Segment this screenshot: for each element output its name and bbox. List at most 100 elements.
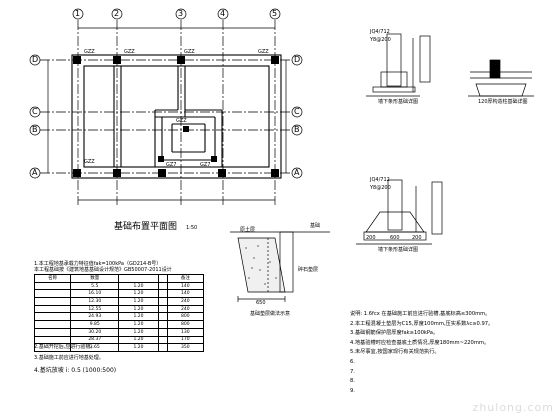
table-cell: 16.10 xyxy=(70,289,120,299)
note-line: 8. xyxy=(350,378,355,385)
column-tag: GZZ xyxy=(176,118,187,124)
note-line: 5.未尽事宜,按国家现行有关规范执行。 xyxy=(350,349,440,356)
axis-label-right: D xyxy=(294,55,301,64)
column-tag: GZ7 xyxy=(166,162,177,168)
detail-dimension: 200 xyxy=(366,235,376,241)
table-cell: 800 xyxy=(166,312,205,322)
table-cell: 130 xyxy=(166,327,205,337)
detail-caption: 120厚构造柱基础详图 xyxy=(478,99,528,105)
note-line: 7. xyxy=(350,368,355,375)
axis-label-top: 4 xyxy=(220,9,226,18)
axis-label-top: 5 xyxy=(272,9,278,18)
column-tag: GZZ xyxy=(184,49,195,55)
table-cell xyxy=(157,335,168,345)
note-line: 9. xyxy=(350,387,355,394)
table-intro: 本工程基础按《建筑地基基础设计规范》GB50007-2011设计 xyxy=(34,267,172,273)
plan-scale: 1:50 xyxy=(186,225,198,231)
table-intro: 1.本工程地基承载力特征值fak=100kPa（GD214-B号） xyxy=(34,261,162,267)
axis-label-left: A xyxy=(32,168,38,177)
detail-mark: Y8@200 xyxy=(370,185,391,191)
table-cell: 1.20 xyxy=(118,304,159,314)
table-header: 名称 xyxy=(33,274,72,283)
table-cell: 800 xyxy=(166,320,205,329)
table-cell xyxy=(157,320,168,329)
note-line: 2.本工程混凝土垫层为C15,厚度100mm,压实系数λc≥0.97。 xyxy=(350,320,494,327)
table-cell: 170 xyxy=(166,335,205,345)
table-cell xyxy=(33,304,72,314)
table-header xyxy=(118,274,159,283)
column-tag: GZZ xyxy=(258,49,269,55)
axis-label-right: B xyxy=(294,125,300,134)
table-cell: 12.55 xyxy=(70,304,120,314)
plan-columns xyxy=(73,56,279,177)
section-label: 基础 xyxy=(310,223,321,229)
slope-ratio: 4.基坑放坡 i: 0.5 (1000:500) xyxy=(34,367,117,374)
note-line: 6. xyxy=(350,358,355,365)
section-label: 原土层 xyxy=(240,227,256,233)
table-cell xyxy=(33,335,72,345)
table-cell: 24.93 xyxy=(70,312,120,322)
table-header xyxy=(157,274,168,283)
section-caption: 基础垫层做法示意 xyxy=(250,311,291,317)
table-cell xyxy=(157,312,168,322)
axis-label-left: C xyxy=(32,107,38,116)
table-header-row: 名称 数量 备注 xyxy=(33,274,205,283)
table-cell xyxy=(157,297,168,306)
table-cell xyxy=(33,343,72,352)
general-notes: 说明: 1.6fcx 在基础施工前应进行验槽,基底标高≤300mm。 2.本工程… xyxy=(350,310,550,396)
plan-foundation-strips xyxy=(71,54,282,179)
table-header: 备注 xyxy=(166,274,205,283)
table-cell: 1.20 xyxy=(118,281,159,291)
column-tag: GZZ xyxy=(84,49,95,55)
table-cell xyxy=(33,297,72,306)
right-column-detail xyxy=(468,59,534,97)
table-cell: 5.5 xyxy=(70,281,120,291)
detail-caption: 墙下条形基础详图 xyxy=(378,247,419,253)
note-line: 说明: 1.6fcx 在基础施工前应进行验槽,基底标高≤300mm。 xyxy=(350,311,491,317)
table-cell xyxy=(157,289,168,299)
table-cell xyxy=(157,281,168,291)
detail-mark: JQ4/712 xyxy=(370,177,390,183)
detail-mark: Y8@200 xyxy=(370,37,391,43)
table-cell: 140 xyxy=(166,281,205,291)
note-line: 4.地基验槽时应检查基底土质情况,厚度180mm~220mm。 xyxy=(350,339,490,346)
axis-label-right: C xyxy=(294,107,300,116)
column-tag: GZ7 xyxy=(200,162,211,168)
axis-label-top: 3 xyxy=(178,9,184,18)
table-cell: 12.30 xyxy=(70,297,120,306)
table-cell xyxy=(157,343,168,352)
table-cell: 350 xyxy=(166,343,205,352)
axis-label-left: B xyxy=(32,125,38,134)
lower-wall-detail xyxy=(356,179,443,245)
axis-label-top: 2 xyxy=(114,9,120,18)
table-cell: 30.20 xyxy=(70,327,120,337)
foundation-section xyxy=(230,231,330,302)
table-cell: 28.37 xyxy=(70,335,120,345)
table-cell xyxy=(157,327,168,337)
table-cell xyxy=(157,304,168,314)
table-cell: 1.20 xyxy=(118,343,159,352)
table-cell: 1.20 xyxy=(118,327,159,337)
table-cell xyxy=(33,327,72,337)
axis-label-top: 1 xyxy=(75,9,81,18)
table-cell: 1.20 xyxy=(118,320,159,329)
table-cell: 240 xyxy=(166,297,205,306)
axis-label-right: A xyxy=(294,168,300,177)
detail-caption: 墙下条形基础详图 xyxy=(378,99,419,105)
watermark: zhulong.com xyxy=(472,401,554,414)
column-tag: GZZ xyxy=(84,159,95,165)
detail-mark: JQ4/712 xyxy=(370,29,390,35)
detail-dimension: 600 xyxy=(390,235,400,241)
section-label: 碎石垫层 xyxy=(298,267,319,273)
